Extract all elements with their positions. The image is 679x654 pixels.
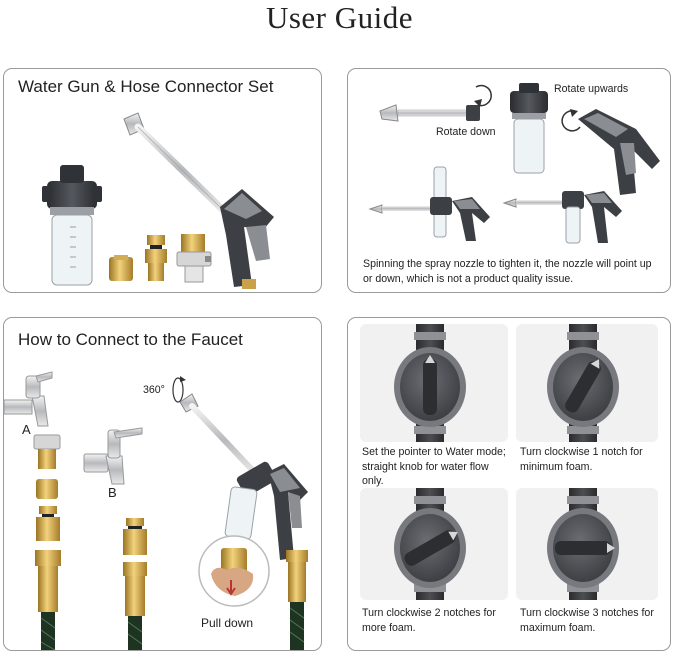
mode-tile-water [360,324,508,442]
faucet-a-adapter-icon [33,434,61,469]
panel-heading-set: Water Gun & Hose Connector Set [18,77,274,96]
faucet-b-icon [83,427,143,485]
label-faucet-b: B [108,485,117,500]
mode-tile-foam-1 [516,324,658,442]
label-rotate-down: Rotate down [436,126,496,138]
nozzle-rod-icon [379,104,480,122]
faucet-a-icon [4,371,53,427]
label-pull-down: Pull down [201,616,254,630]
gun-hose-icon [286,550,308,650]
faucet-b-quick-connector-icon [123,518,147,555]
rotate-up-arrow-icon [561,109,581,132]
faucet-a-quick-connector-icon [36,506,60,541]
brass-connector-icon [109,255,133,281]
panel-foam-modes: Set the pointer to Water mode; straight … [347,317,671,651]
gun-assembly-pointing-up-icon [502,191,622,244]
mode-dial-foam-1-icon [547,324,619,442]
faucet-adapter-icon [176,234,212,283]
mode-dial-foam-2-icon [394,488,466,600]
panel-heading-faucet: How to Connect to the Faucet [18,330,243,349]
spray-gun-with-bottle-icon [179,393,308,560]
mode-caption-foam-3: Turn clockwise 3 notches for maximum foa… [520,607,654,634]
foam-bottle-small-icon [510,83,548,174]
panel-product-set: Water Gun & Hose Connector Set [3,68,322,293]
faucet-a-hose-icon [35,550,61,650]
spray-gun-icon [123,112,274,289]
panel-nozzle-rotation: Rotate down Rotate upwards [347,68,671,293]
rotate-360-icon [172,376,186,403]
rotate-arrow-icon [474,84,492,107]
faucet-a-nut-icon [36,479,58,499]
faucet-b-hose-icon [123,562,147,650]
page-title: User Guide [265,0,414,35]
mode-dial-water-icon [394,324,466,442]
mode-dial-foam-3-icon [547,488,619,600]
mode-tile-foam-2 [360,488,508,600]
gun-handle-icon [578,109,660,195]
foam-bottle-icon [42,165,102,286]
quick-connector-icon [145,235,167,281]
label-360-degrees: 360° [143,384,165,396]
mode-caption-foam-2: Turn clockwise 2 notches for more foam. [362,607,496,634]
pull-down-detail-icon [198,535,270,607]
label-rotate-upwards: Rotate upwards [554,83,629,95]
panel-faucet-connection: How to Connect to the Faucet A B [3,317,322,651]
mode-tile-foam-3 [516,488,658,600]
mode-caption-foam-1: Turn clockwise 1 notch for minimum foam. [520,446,643,473]
gun-assembly-pointing-down-icon [368,166,490,241]
mode-caption-water: Set the pointer to Water mode; straight … [362,446,506,487]
label-faucet-a: A [22,422,31,437]
rotation-note: Spinning the spray nozzle to tighten it,… [363,258,652,285]
